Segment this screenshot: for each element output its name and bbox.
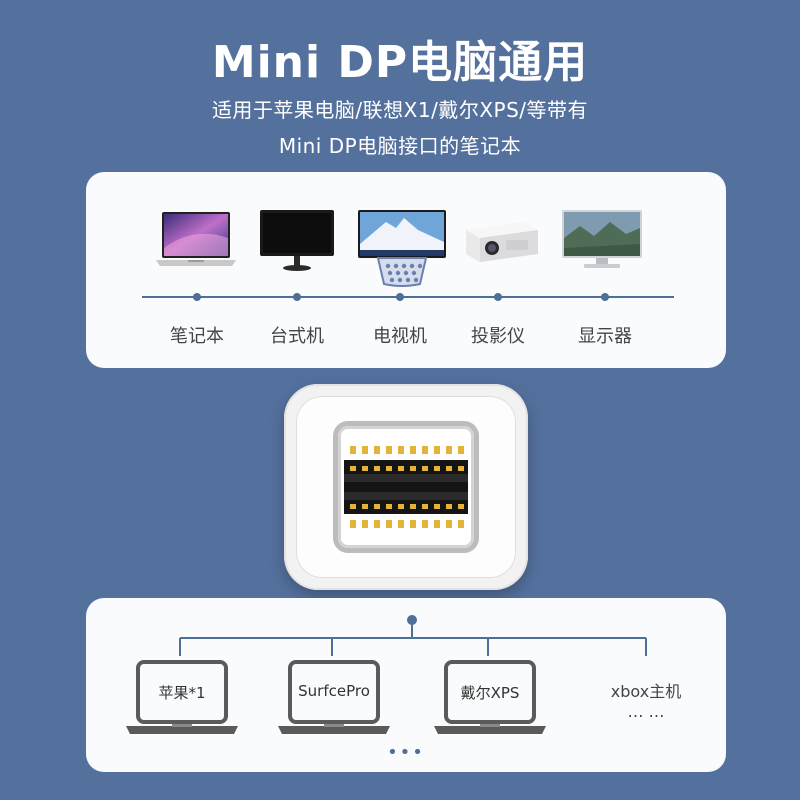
computer-label-apple: 苹果*1	[158, 684, 206, 702]
connector-pins	[344, 446, 468, 528]
more-ellipsis: •••	[387, 742, 425, 763]
device-label-laptop: 笔记本	[170, 326, 224, 347]
laptop-icon	[434, 660, 546, 734]
branch-lines	[179, 615, 647, 656]
page-title: Mini DP电脑通用	[211, 37, 589, 88]
monitor-icon	[260, 210, 334, 271]
computer-label-surface: SurfcePro	[298, 682, 370, 700]
connector-dot	[293, 293, 301, 301]
laptop-icon	[156, 212, 236, 266]
compatibility-card: 苹果*1 SurfcePro 戴尔XPS xbox主机 … … •••	[86, 598, 726, 772]
device-label-display: 显示器	[578, 326, 632, 347]
computer-label-dell: 戴尔XPS	[460, 684, 520, 702]
tv-icon	[358, 210, 446, 287]
connector-dot	[601, 293, 609, 301]
subtitle-line-2: Mini DP电脑接口的笔记本	[278, 134, 522, 158]
connector-dot	[193, 293, 201, 301]
display-icon	[562, 210, 642, 268]
devices-card: 笔记本 台式机 电视机 投影仪 显示器	[86, 172, 726, 368]
xbox-ellipsis: … …	[627, 702, 665, 721]
xbox-label: xbox主机	[610, 682, 682, 701]
subtitle-line-1: 适用于苹果电脑/联想X1/戴尔XPS/等带有	[211, 98, 589, 122]
projector-icon	[466, 222, 538, 262]
laptop-icon	[278, 660, 390, 734]
devices-line	[142, 296, 674, 298]
connector-dot	[396, 293, 404, 301]
connector-housing	[296, 396, 516, 578]
mini-dp-connector	[284, 384, 528, 590]
connector-port	[338, 426, 474, 548]
connector-dot	[494, 293, 502, 301]
device-label-projector: 投影仪	[471, 326, 525, 347]
device-label-desktop: 台式机	[270, 326, 324, 347]
laptop-icon	[126, 660, 238, 734]
device-label-tv: 电视机	[373, 326, 427, 347]
